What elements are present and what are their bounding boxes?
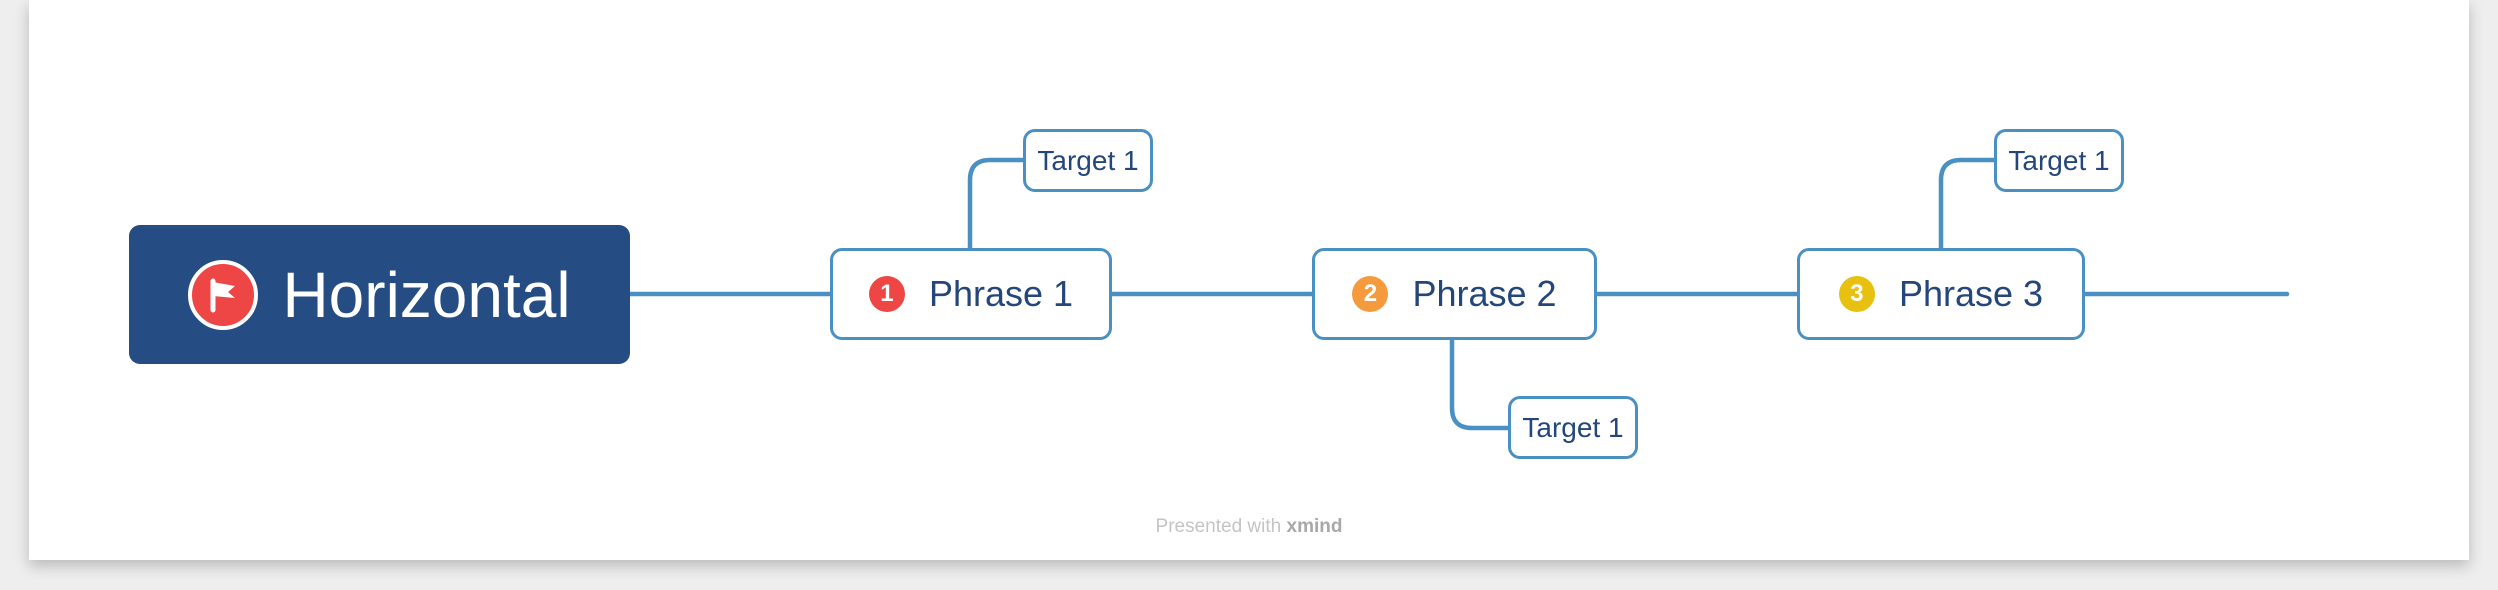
target-phrase-2[interactable]: Target 1 [1508, 396, 1638, 459]
footer-prefix: Presented with [1155, 516, 1282, 537]
branch-phrase2-target [1449, 337, 1512, 431]
phrase-3-label: Phrase 3 [1898, 273, 2044, 314]
xmind-brand[interactable]: xmind [1286, 516, 1343, 537]
target-label: Target 1 [1522, 411, 1624, 443]
phrase-1-label: Phrase 1 [928, 273, 1074, 314]
presented-with-footer: Presented with xmind [29, 516, 2469, 538]
central-topic-label: Horizontal [282, 258, 571, 331]
central-topic[interactable]: Horizontal [129, 225, 630, 364]
phrase-2-label: Phrase 2 [1412, 273, 1557, 314]
phrase-1[interactable]: 1 Phrase 1 [830, 248, 1112, 340]
priority-2-icon: 2 [1352, 276, 1389, 312]
flag-icon [188, 259, 259, 330]
target-phrase-3[interactable]: Target 1 [1994, 129, 2124, 192]
target-phrase-1[interactable]: Target 1 [1023, 129, 1153, 192]
mindmap-canvas: Horizontal 1 Phrase 1 2 Phrase 2 3 Phras… [29, 0, 2469, 560]
priority-3-icon: 3 [1838, 276, 1875, 312]
priority-1-icon: 1 [868, 276, 905, 312]
branch-phrase3-target [1938, 157, 1997, 251]
phrase-2[interactable]: 2 Phrase 2 [1312, 248, 1597, 340]
phrase-3[interactable]: 3 Phrase 3 [1797, 248, 2085, 340]
target-label: Target 1 [2008, 144, 2110, 176]
connector-lines [625, 157, 2290, 431]
branch-phrase1-target [967, 157, 1026, 251]
target-label: Target 1 [1037, 144, 1139, 176]
